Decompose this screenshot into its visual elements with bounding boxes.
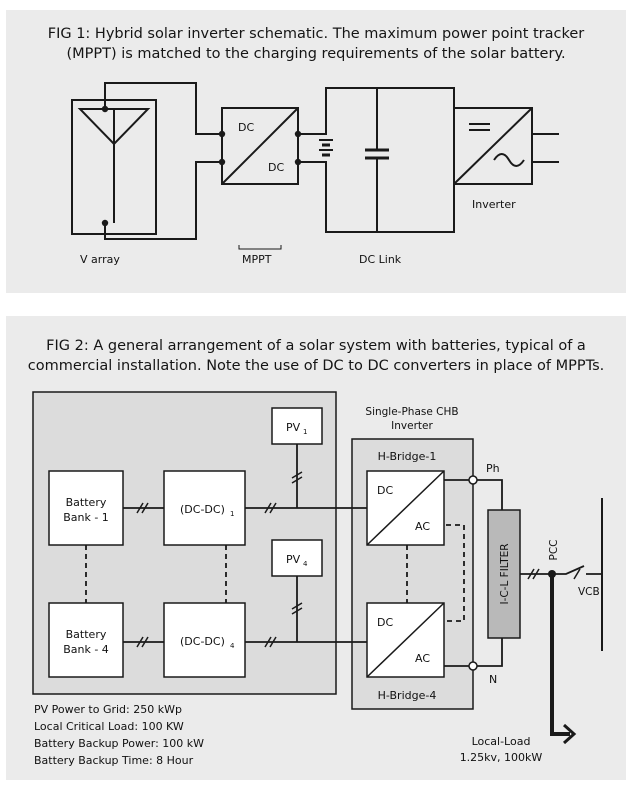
- dcdc-4-subscript: 4: [230, 642, 235, 650]
- bus-slash-mark: [527, 568, 540, 580]
- fig2-caption-line2: commercial installation. Note the use of…: [27, 358, 605, 374]
- hbridge-1-ac-label: AC: [415, 520, 430, 533]
- wire-array-bottom: [104, 161, 222, 240]
- label-pcc: PCC: [548, 540, 560, 561]
- line-neutral-out: [444, 638, 503, 667]
- junction-dot: [294, 158, 302, 166]
- bus-slash-mark: [264, 502, 277, 514]
- inverter-box: [453, 107, 533, 185]
- fig1-label-inverter: Inverter: [472, 198, 516, 211]
- stat-pv-power: PV Power to Grid: 250 kWp: [34, 703, 182, 716]
- dcdc-1-subscript: 1: [230, 510, 234, 518]
- dcdc-converter-diagonal: [221, 107, 299, 185]
- solar-array-icon: [71, 99, 157, 235]
- battery-bank-1-label-line1: Battery: [66, 496, 107, 509]
- fig2-schematic: Battery Bank - 1 Battery Bank - 4 (DC-DC…: [32, 391, 603, 745]
- fig1-label-dclink: DC Link: [359, 253, 402, 266]
- dcdc-converter-box: [221, 107, 299, 185]
- local-load-line1: Local-Load: [471, 735, 531, 748]
- hbridge-1-diagonal: [366, 470, 445, 546]
- hbridge-4-label: H-Bridge-4: [378, 689, 437, 702]
- dashed-link-hbridge-ac: [446, 524, 465, 622]
- stat-backup-power: Battery Backup Power: 100 kW: [34, 737, 205, 750]
- dcdc-1-box: [163, 470, 246, 546]
- stat-critical-load: Local Critical Load: 100 KW: [34, 720, 184, 733]
- load-arrow-icon: [550, 574, 577, 745]
- terminal-neutral: [468, 661, 478, 671]
- sine-wave-icon: [493, 153, 525, 167]
- junction-dot: [101, 105, 109, 113]
- hbridge-4-dc-label: DC: [377, 616, 393, 629]
- junction-dot: [101, 219, 109, 227]
- hbridge-1-dc-label: DC: [377, 484, 393, 497]
- fig1-caption-line2: (MPPT) is matched to the charging requir…: [66, 46, 566, 62]
- battery-icon: [319, 139, 333, 157]
- icl-filter-label: I-C-L FILTER: [499, 543, 511, 604]
- fig1-caption-line1: FIG 1: Hybrid solar inverter schematic. …: [47, 26, 585, 42]
- wire-converter-top: [298, 87, 455, 135]
- fig1-panel: FIG 1: Hybrid solar inverter schematic. …: [6, 10, 626, 293]
- inverter-title-line2: Inverter: [391, 420, 433, 432]
- bus-slash-mark: [264, 636, 277, 648]
- wire-array-top: [104, 82, 222, 135]
- bus-slash-mark: [573, 568, 581, 580]
- pv-4-label: PV: [286, 553, 301, 566]
- pv-4-subscript: 4: [303, 560, 308, 568]
- label-vcb: VCB: [578, 586, 600, 598]
- mppt-bracket: [238, 245, 282, 250]
- fig1-converter-top-label: DC: [238, 121, 254, 134]
- battery-bank-4-box: [48, 602, 124, 678]
- stat-backup-time: Battery Backup Time: 8 Hour: [34, 754, 194, 767]
- bus-slash-mark: [291, 602, 303, 615]
- pcc-junction-dot: [548, 570, 556, 578]
- bus-slash-mark: [136, 636, 149, 648]
- line-phase-out: [473, 479, 503, 510]
- line-pcc-switch: [552, 565, 602, 575]
- hbridge-4-diagonal: [366, 602, 445, 678]
- fig2-panel: FIG 2: A general arrangement of a solar …: [6, 316, 626, 780]
- label-n: N: [489, 673, 497, 686]
- label-ph: Ph: [486, 462, 500, 475]
- dcdc-4-box: [163, 602, 246, 678]
- pv-1-label: PV: [286, 421, 301, 434]
- junction-dot: [294, 130, 302, 138]
- fig1-converter-bottom-label: DC: [268, 161, 284, 174]
- pv-1-subscript: 1: [303, 428, 307, 436]
- bus-slash-mark: [136, 502, 149, 514]
- fig1-schematic: DC DC V array MPPT DC Link Inverter: [71, 82, 559, 266]
- system-stats: PV Power to Grid: 250 kWp Local Critical…: [34, 701, 204, 769]
- capacitor-icon: [365, 148, 389, 160]
- junction-dot: [218, 130, 226, 138]
- battery-bank-4-label-line2: Bank - 4: [63, 643, 109, 656]
- hbridge-4-ac-label: AC: [415, 652, 430, 665]
- icl-filter-box: [487, 509, 521, 639]
- dcdc-1-label: (DC-DC): [180, 503, 225, 516]
- battery-bank-4-label-line1: Battery: [66, 628, 107, 641]
- fig1-label-mppt: MPPT: [242, 253, 272, 266]
- bus-slash-mark: [291, 471, 303, 484]
- dcdc-4-label: (DC-DC): [180, 635, 225, 648]
- battery-bank-1-label-line2: Bank - 1: [63, 511, 109, 524]
- pv-1-box: [271, 407, 323, 445]
- local-load-line2: 1.25kv, 100kW: [459, 751, 543, 764]
- hbridge-1-label: H-Bridge-1: [378, 450, 437, 463]
- wire-converter-bottom: [298, 161, 455, 233]
- fig2-caption-line1: FIG 2: A general arrangement of a solar …: [46, 338, 586, 354]
- inverter-title-line1: Single-Phase CHB: [365, 406, 458, 418]
- inverter-diagonal: [453, 107, 533, 185]
- terminal-phase: [468, 475, 478, 485]
- fig1-label-array: V array: [80, 253, 120, 266]
- junction-dot: [218, 158, 226, 166]
- local-load-label: Local-Load 1.25kv, 100kW: [436, 734, 566, 766]
- battery-bank-1-box: [48, 470, 124, 546]
- pv-4-box: [271, 539, 323, 577]
